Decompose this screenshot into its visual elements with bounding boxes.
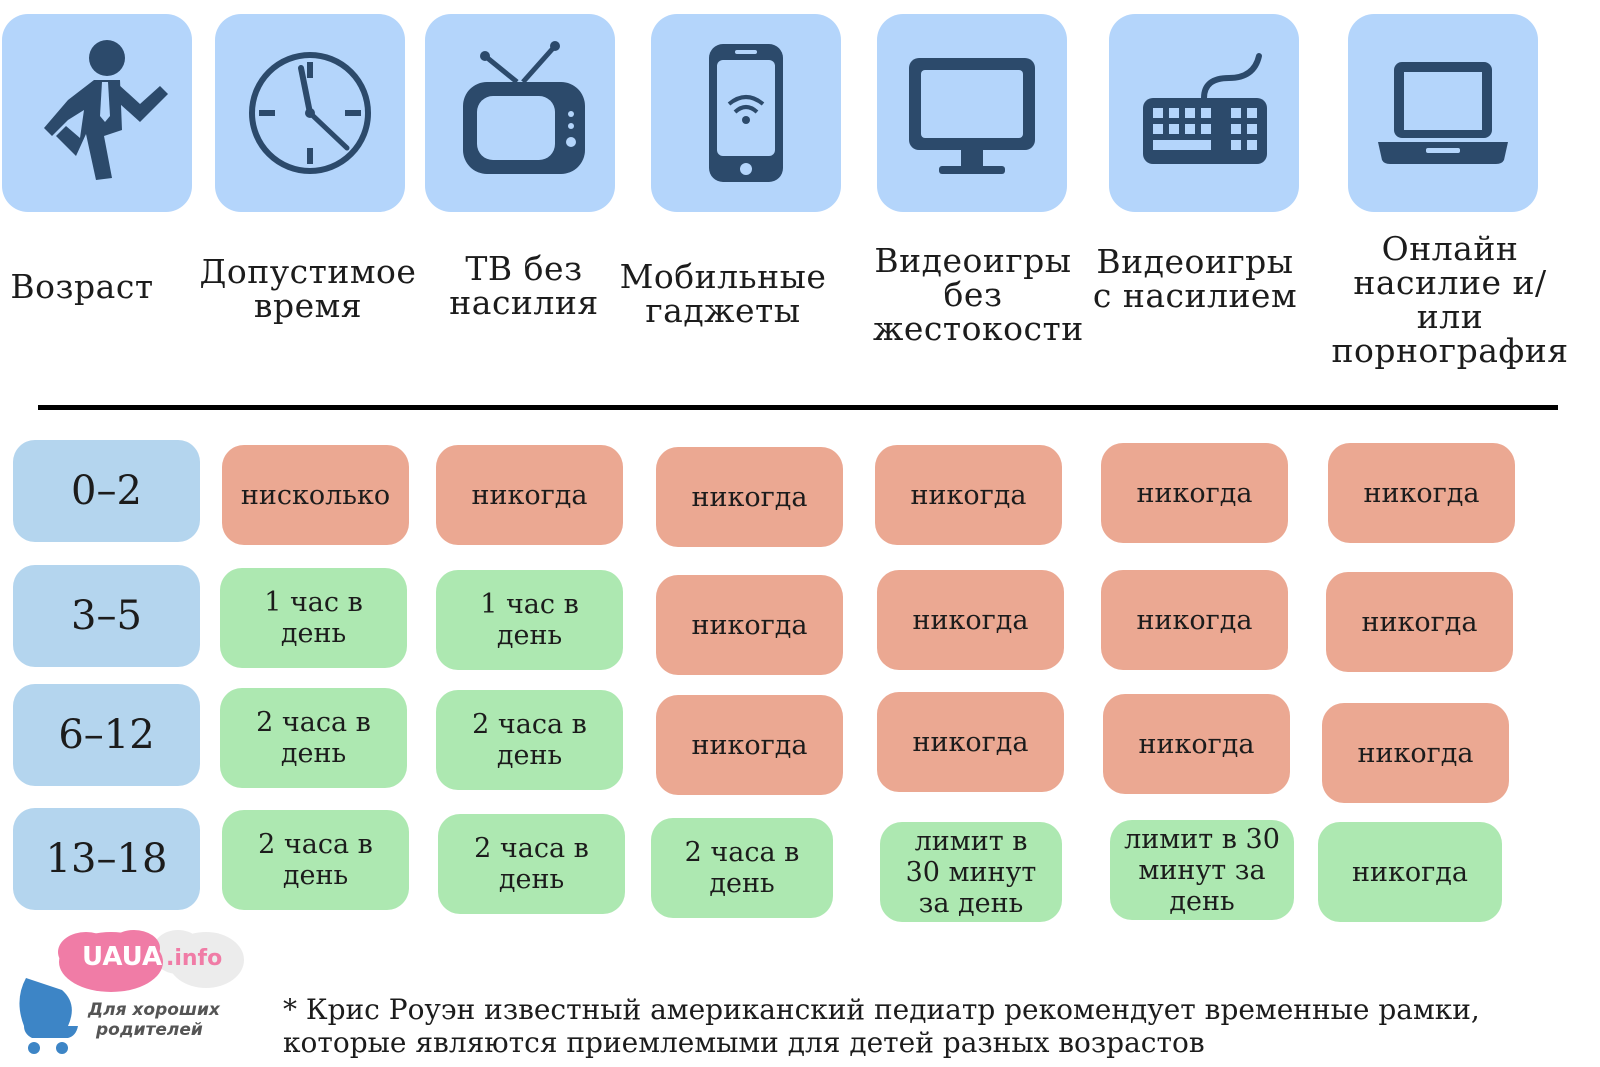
- footnote: * Крис Роуэн известный американский педи…: [283, 993, 1480, 1059]
- cell-1-games: никогда: [877, 570, 1064, 670]
- header-games-violent: Видеоигры с насилием: [1092, 242, 1298, 315]
- age-0-2: 0–2: [13, 440, 200, 542]
- cell-0-violent: никогда: [1101, 443, 1288, 543]
- smartphone-icon: [709, 44, 783, 182]
- running-child-icon: [44, 40, 168, 180]
- cell-3-online: никогда: [1318, 822, 1502, 922]
- logo-domain: .info: [166, 946, 223, 971]
- cell-1-online: никогда: [1326, 572, 1513, 672]
- age-6-12: 6–12: [13, 684, 200, 786]
- cell-3-violent: лимит в 30 минут за день: [1110, 820, 1294, 920]
- cell-3-tv: 2 часа в день: [438, 814, 625, 914]
- header-games-nonviolent: Видеоигры без жестокости: [873, 241, 1084, 348]
- logo-tagline-2: родителей: [96, 1020, 203, 1040]
- cell-1-violent: никогда: [1101, 570, 1288, 670]
- tile-keyboard: [1109, 14, 1299, 212]
- tv-icon: [463, 41, 585, 174]
- uaua-logo: UAUA .info Для хороших родителей: [6, 930, 256, 1060]
- header-online: Онлайн насилие и/или порнография: [1331, 229, 1569, 370]
- cell-2-online: никогда: [1322, 703, 1509, 803]
- logo-brand: UAUA: [82, 942, 163, 972]
- cell-2-violent: никогда: [1103, 694, 1290, 794]
- tile-mobile: [651, 14, 841, 212]
- age-3-5: 3–5: [13, 565, 200, 667]
- cell-1-tv: 1 час в день: [436, 570, 623, 670]
- tile-time: [215, 14, 405, 212]
- cell-2-mobile: никогда: [656, 695, 843, 795]
- cell-3-mobile: 2 часа в день: [651, 818, 833, 918]
- keyboard-icon: [1143, 53, 1267, 164]
- cell-0-online: никогда: [1328, 443, 1515, 543]
- header-allowed-time: Допустимое время: [199, 252, 417, 325]
- tile-tv: [425, 14, 615, 212]
- cell-3-games: лимит в 30 минут за день: [880, 822, 1062, 922]
- cell-1-time: 1 час в день: [220, 568, 407, 668]
- cell-1-mobile: никогда: [656, 575, 843, 675]
- header-mobile: Мобильные гаджеты: [619, 257, 827, 330]
- tile-monitor: [877, 14, 1067, 212]
- cell-2-tv: 2 часа в день: [436, 690, 623, 790]
- cell-0-games: никогда: [875, 445, 1062, 545]
- header-age: Возраст: [10, 267, 154, 306]
- tile-laptop: [1348, 14, 1538, 212]
- cell-2-time: 2 часа в день: [220, 688, 407, 788]
- age-13-18: 13–18: [13, 808, 200, 910]
- cell-2-games: никогда: [877, 692, 1064, 792]
- header-tv: ТВ без насилия: [449, 249, 599, 322]
- cell-3-time: 2 часа в день: [222, 810, 409, 910]
- cell-0-time: нисколько: [222, 445, 409, 545]
- logo-tagline-1: Для хороших: [88, 1000, 220, 1020]
- laptop-icon: [1378, 62, 1508, 164]
- logo-cloud-icon: [19, 930, 244, 1054]
- header-divider: [38, 405, 1558, 410]
- cell-0-mobile: никогда: [656, 447, 843, 547]
- clock-icon: [249, 52, 371, 174]
- monitor-icon: [909, 58, 1035, 174]
- cell-0-tv: никогда: [436, 445, 623, 545]
- tile-age: [2, 14, 192, 212]
